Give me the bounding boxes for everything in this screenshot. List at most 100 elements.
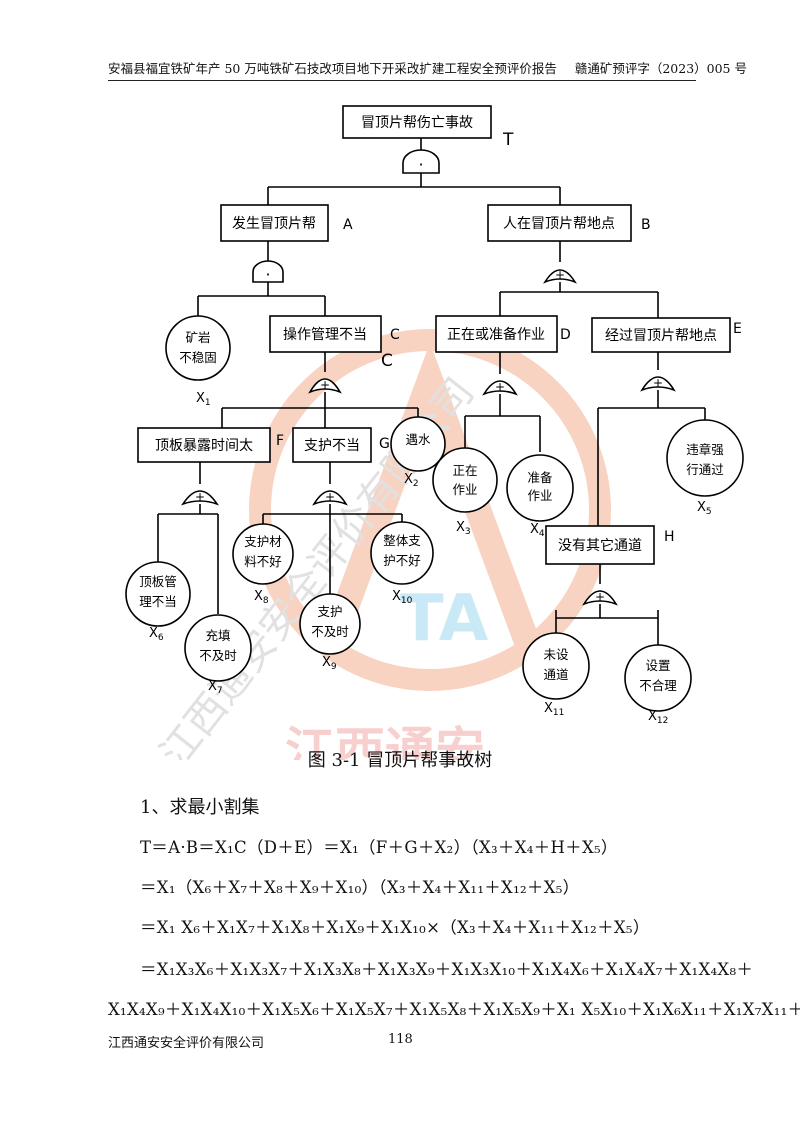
page-number: 118 [388,1032,413,1047]
x9-line1: 支护 [317,604,342,619]
header-title: 安福县福宜铁矿年产 50 万吨铁矿石技改项目地下开采改扩建工程安全预评价报告 [108,61,557,76]
header-rule [108,80,696,81]
x7-id: X7 [208,679,223,696]
tree-lines [157,138,706,648]
fault-tree-diagram: TA 江西通安 江西通安安全评价有限公司 [125,105,744,760]
x4-line2: 作业 [527,488,552,503]
x4-id: X4 [530,522,545,539]
basic-event-x3 [432,447,498,513]
or-gate-b [543,269,577,284]
x10-id: X10 [392,589,413,606]
event-c-code-secondary: C [381,351,393,371]
event-boxes [137,105,731,565]
watermark-ring [249,329,611,691]
x9-line2: 不及时 [311,624,349,639]
event-h-label: 没有其它通道 [558,537,642,554]
event-box-a [220,204,329,242]
x1-line2: 不稳固 [179,350,217,365]
formula-line-3: ＝X₁ X₆＋X₁X₇＋X₁X₈＋X₁X₉＋X₁X₁₀×（X₃＋X₄＋X₁₁＋X… [140,918,650,937]
watermark-logo-text: TA [400,582,489,656]
event-box-top [342,105,492,139]
x12-line2: 不合理 [639,678,677,693]
x6-id: X6 [149,626,164,643]
x11-line2: 通道 [543,667,569,682]
gate-symbol-or-e: + [653,376,663,390]
event-a-code: A [343,217,353,233]
x6-line2: 理不当 [139,594,177,609]
basic-event-x2 [390,416,446,472]
event-a-label: 发生冒顶片帮 [232,216,316,232]
x3-line2: 作业 [452,482,477,497]
x8-id: X8 [254,589,269,606]
x4-line1: 准备 [527,470,553,485]
event-box-h [545,525,655,565]
basic-events [125,315,744,712]
gate-symbol-or-c: + [320,378,330,392]
event-b-label: 人在冒顶片帮地点 [503,216,615,232]
basic-event-x11 [522,632,590,700]
top-event-label: 冒顶片帮伤亡事故 [361,115,473,131]
x9-id: X9 [322,655,337,672]
x1-id: X1 [196,391,211,408]
event-g-label: 支护不当 [304,438,360,454]
page-header: 安福县福宜铁矿年产 50 万吨铁矿石技改项目地下开采改扩建工程安全预评价报告 赣… [108,58,747,77]
basic-event-x4 [506,454,574,522]
x5-id: X5 [697,500,712,517]
x10-line2: 护不好 [383,553,421,568]
and-gate-a [252,260,284,283]
watermark-stamp-text: 江西通安 [285,722,485,760]
or-gate-h [582,590,618,606]
basic-event-texts: 矿岩 不稳固 遇水 正在 作业 准备 作业 违章强 行通过 顶板管 理不当 充填… [139,330,724,693]
x8-line2: 料不好 [244,554,282,569]
footer-company: 江西通安安全评价有限公司 [108,1036,265,1051]
x1-line1: 矿岩 [185,330,210,345]
gates [181,149,676,606]
header-doc-number: 赣通矿预评字（2023）005 号 [574,61,747,76]
formula-line-1: T＝A·B＝X₁C（D＋E）＝X₁（F＋G＋X₂）（X₃＋X₄＋H＋X₅） [140,838,618,857]
formula-line-5: X₁X₄X₉＋X₁X₄X₁₀＋X₁X₅X₆＋X₁X₅X₇＋X₁X₅X₈＋X₁X₅… [108,1000,800,1019]
x10-line1: 整体支 [383,533,421,548]
top-event-code: T [502,130,514,150]
event-b-code: B [641,217,651,233]
basic-event-x1 [165,315,231,381]
figure-caption: 图 3-1 冒顶片帮事故树 [307,750,493,771]
event-codes: T A B C C D E F G H [276,130,742,545]
event-box-f [137,427,271,463]
or-gate-g [312,490,348,506]
x5-line2: 行通过 [686,462,724,477]
watermark-logo-a [317,342,543,655]
gate-symbol-and-a: · [265,265,270,284]
event-d-code: D [560,327,571,343]
gate-symbol-or-h: + [595,590,605,604]
and-gate-t [402,149,440,174]
or-gate-f [181,490,219,506]
event-c-code: C [390,327,400,343]
gate-symbol-or-f: + [195,490,205,504]
event-labels: 冒顶片帮伤亡事故 发生冒顶片帮 人在冒顶片帮地点 操作管理不当 正在或准备作业 … [155,115,717,554]
x7-line2: 不及时 [199,648,237,663]
x8-line1: 支护材 [244,534,282,549]
event-e-code: E [733,321,742,337]
x2-line1: 遇水 [405,432,431,447]
x2-id: X2 [404,472,419,489]
x11-line1: 未设 [543,647,569,662]
x3-line1: 正在 [452,463,477,478]
event-box-b [487,204,632,242]
basic-event-x6 [125,561,191,627]
x5-line1: 违章强 [686,442,724,457]
event-h-code: H [664,529,675,545]
or-gate-d [482,380,518,396]
event-box-e [591,317,731,353]
event-box-d [435,315,558,353]
basic-event-x8 [232,523,294,585]
or-gate-c [308,378,342,394]
formula-line-2: ＝X₁（X₆＋X₇＋X₈＋X₉＋X₁₀）（X₃＋X₄＋X₁₁＋X₁₂＋X₅） [140,878,580,897]
event-c-label: 操作管理不当 [283,327,367,343]
gate-symbols: · · + + + + + + + [195,155,663,604]
event-g-code: G [379,436,390,452]
basic-event-x12 [624,644,692,712]
basic-event-x9 [299,593,361,655]
x7-line1: 充填 [205,628,230,643]
gate-symbol-or-d: + [495,380,505,394]
basic-event-ids: X1 X2 X3 X4 X5 X6 X7 X8 X9 X10 X11 X12 [149,391,712,726]
